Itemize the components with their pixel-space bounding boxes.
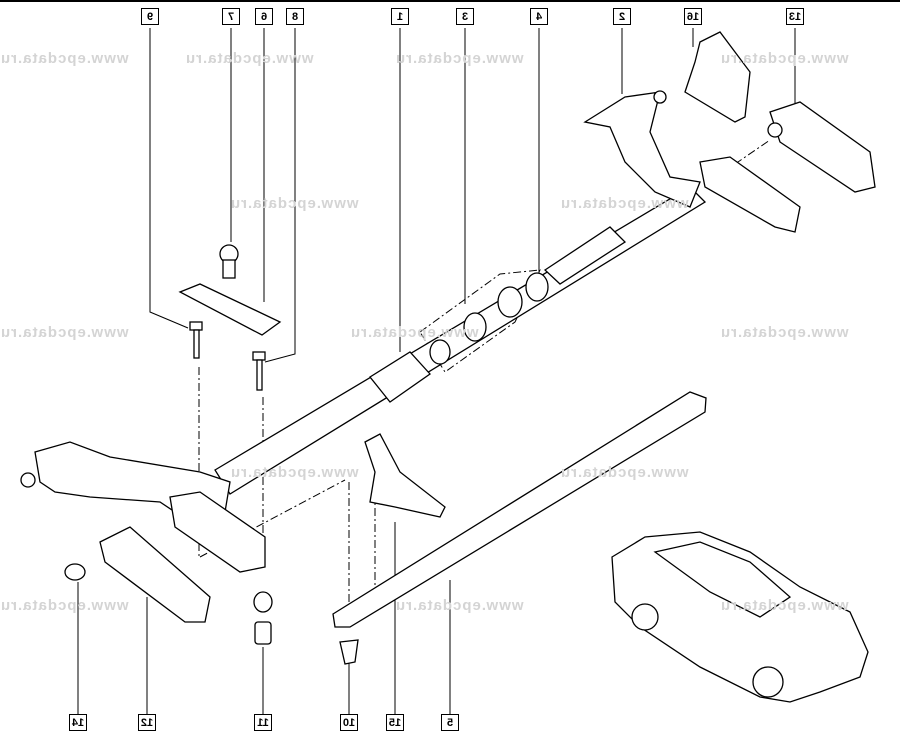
callout-8: 8 (286, 8, 304, 25)
callout-10: 10 (340, 714, 358, 731)
callout-13: 13 (786, 8, 804, 25)
bolts (189, 321, 266, 391)
callout-15: 15 (386, 714, 404, 731)
right-arm-mount (699, 156, 801, 233)
callout-6: 6 (255, 8, 273, 25)
mount-12 (99, 526, 211, 623)
callout-9: 9 (141, 8, 159, 25)
plate-6 (178, 244, 282, 336)
callout-2: 2 (613, 8, 631, 25)
right-trailing-arm (583, 90, 701, 208)
bushing-11 (253, 591, 273, 645)
callout-14: 14 (69, 714, 87, 731)
crossmember-5 (332, 391, 707, 628)
callout-4: 4 (530, 8, 548, 25)
callout-12: 12 (138, 714, 156, 731)
bushing-10 (339, 639, 359, 665)
cap-14 (64, 563, 86, 581)
callout-7: 7 (222, 8, 240, 25)
bracket-15 (364, 433, 446, 518)
left-mount (169, 491, 266, 573)
callout-5: 5 (441, 714, 459, 731)
leader-lines (77, 28, 796, 714)
callout-1: 1 (391, 8, 409, 25)
car-illustration (611, 531, 869, 703)
callout-11: 11 (254, 714, 272, 731)
callout-3: 3 (456, 8, 474, 25)
bushings (429, 272, 549, 365)
callout-16: 16 (684, 8, 702, 25)
bracket-16 (684, 31, 751, 123)
mount-13 (767, 101, 876, 193)
